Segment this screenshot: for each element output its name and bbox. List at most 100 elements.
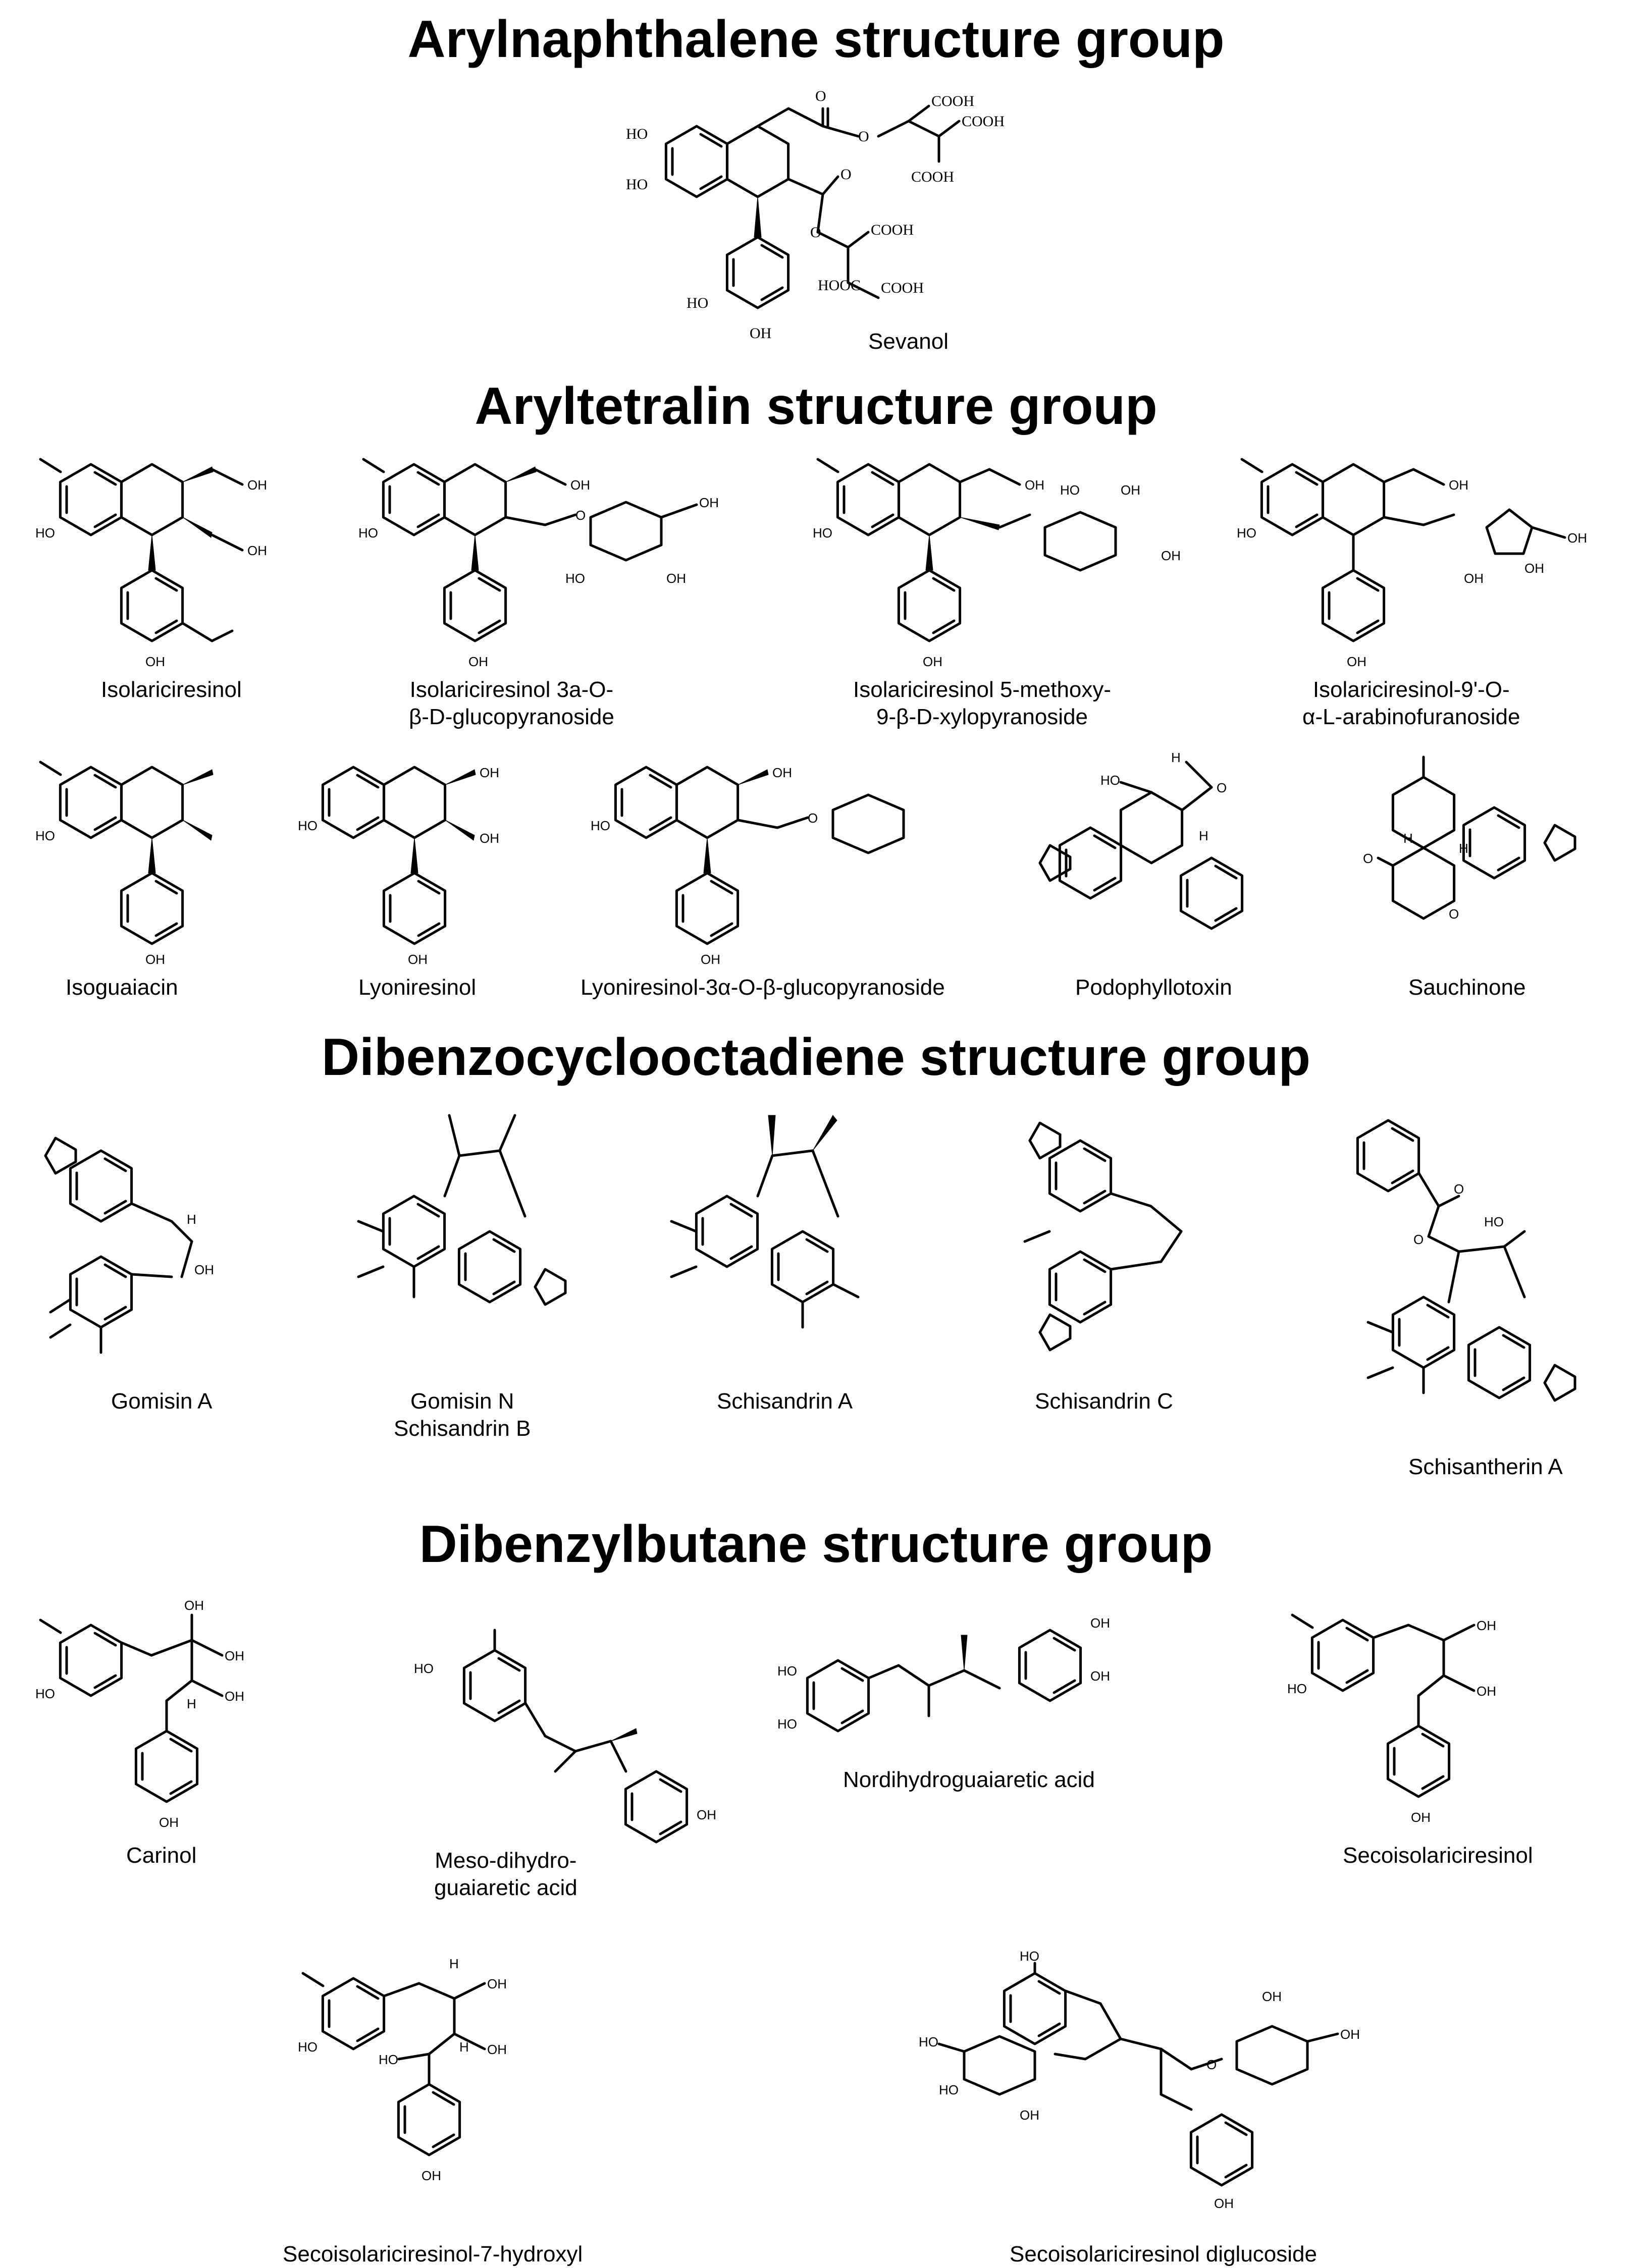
structure-isolariciresinol-glucopyranoside: OH O OH HO OH HO OH: [358, 458, 719, 669]
structure-isolariciresinol: OH OH HO OH: [35, 458, 267, 669]
atom-label: H: [1403, 831, 1413, 846]
structure-nordihydroguaiaretic-acid: HO HO OH OH: [777, 1615, 1110, 1781]
atom-label: HO: [298, 818, 318, 833]
structure-lyoniresinol-glucopyranoside: OH O HO OH: [591, 765, 979, 967]
structure-isolariciresinol-xylopyranoside: OH HO OH OH HO OH: [813, 458, 1181, 669]
atom-label: OH: [1524, 561, 1544, 576]
atom-label: OH: [487, 2042, 507, 2057]
atom-label: O: [808, 811, 818, 826]
atom-label: O: [575, 508, 586, 523]
compound-name: Gomisin A: [111, 1389, 213, 1414]
atom-label: OH: [145, 654, 165, 669]
compound-podophyllotoxin: HO H O H Podophyllotoxin: [1020, 742, 1302, 1000]
compound-secoisolariciresinol-diglucoside: HO HO O OH OH HO OH OH Secoisolariciresi…: [909, 1949, 1413, 2266]
compound-name: Schisantherin A: [1408, 1454, 1563, 1479]
atom-label: OH: [225, 1689, 244, 1704]
atom-label: O: [815, 88, 826, 104]
atom-label: H: [1171, 750, 1181, 765]
atom-label: OH: [145, 952, 165, 967]
atom-label: HO: [919, 2034, 938, 2049]
atom-label: COOH: [871, 222, 914, 238]
atom-label: OH: [570, 477, 590, 493]
atom-label: OH: [1477, 1684, 1496, 1699]
atom-label: OH: [1340, 2027, 1360, 2042]
group-title-aryltetralin: Aryltetralin structure group: [475, 377, 1157, 436]
atom-label: H: [449, 1956, 459, 1971]
atom-label: HO: [687, 295, 708, 311]
structure-podophyllotoxin: HO H O H: [1020, 750, 1302, 974]
atom-label: OH: [480, 765, 499, 780]
compound-name: Sevanol: [868, 329, 949, 354]
atom-label: OH: [1477, 1618, 1496, 1633]
compound-name: Secoisolariciresinol-7-hydroxyl: [283, 2242, 583, 2266]
atom-label: OH: [772, 765, 792, 780]
compound-name: Schisandrin A: [717, 1389, 853, 1414]
atom-label: OH: [480, 831, 499, 846]
compound-name: Secoisolariciresinol: [1343, 1843, 1533, 1868]
atom-label: OH: [1090, 1615, 1110, 1631]
compound-name: Isoguaiacin: [66, 975, 178, 1000]
atom-label: HO: [777, 1663, 797, 1679]
atom-label: HO: [591, 818, 610, 833]
compound-lyoniresinol-glucopyranoside: OH O HO OH Lyoniresinol-3α-O-β-glucopyra…: [575, 747, 979, 1000]
atom-label: H: [1459, 841, 1468, 856]
atom-label: COOH: [911, 169, 954, 185]
atom-label: OH: [1121, 482, 1140, 498]
atom-label: OH: [1025, 477, 1044, 493]
atom-label: OH: [1161, 548, 1181, 563]
atom-label: OH: [225, 1648, 244, 1663]
structure-sauchinone: O H H O: [1363, 755, 1605, 922]
atom-label: HO: [626, 176, 648, 193]
structure-lyoniresinol: OH OH HO OH: [298, 765, 499, 967]
compound-name: Meso-dihydro-guaiaretic acid: [434, 1848, 577, 1900]
atom-label: HO: [414, 1661, 434, 1676]
structure-schisandrin-c: [1023, 1100, 1183, 1383]
structure-gomisin-n: [357, 1114, 606, 1383]
atom-label: OH: [422, 2168, 441, 2183]
atom-label: O: [810, 224, 821, 241]
atom-label: O: [1413, 1232, 1424, 1247]
atom-label: COOH: [931, 93, 974, 110]
atom-label: O: [840, 166, 852, 183]
atom-label: OH: [666, 571, 686, 586]
structure-meso-dihydroguaiaretic-acid: HO OH: [414, 1629, 716, 1908]
compound-name: Isolariciresinol 5-methoxy-9-β-D-xylopyr…: [853, 677, 1112, 729]
atom-label: COOH: [881, 280, 924, 296]
atom-label: OH: [1347, 654, 1366, 669]
structure-carinol: OH OH OH H HO OH: [35, 1598, 244, 1830]
atom-label: HO: [1100, 773, 1120, 788]
compound-secoisolariciresinol: OH OH HO OH Secoisolariciresinol: [1272, 1600, 1595, 1868]
compound-name: Secoisolariciresinol diglucoside: [1010, 2242, 1317, 2266]
atom-label: H: [187, 1212, 196, 1227]
atom-label: HO: [1020, 1949, 1039, 1964]
compound-gomisin-a: H OH Gomisin A: [20, 1100, 303, 1414]
atom-label: HO: [777, 1716, 797, 1732]
atom-label: OH: [408, 952, 428, 967]
compound-isolariciresinol-xylopyranoside: OH HO OH OH HO OH Isolariciresinol 5-met…: [798, 444, 1232, 729]
compound-name: Isolariciresinol: [101, 677, 242, 702]
structure-secoisolariciresinol-diglucoside: HO HO O OH OH HO OH OH: [919, 1949, 1360, 2211]
atom-label: HO: [565, 571, 585, 586]
atom-label: H: [459, 2039, 469, 2055]
compound-lyoniresinol: OH OH HO OH Lyoniresinol: [283, 747, 565, 1000]
atom-label: HO: [1287, 1681, 1307, 1696]
compound-sauchinone: O H H O Sauchinone: [1343, 742, 1605, 1000]
compound-name: Lyoniresinol-3α-O-β-glucopyranoside: [581, 975, 945, 1000]
atom-label: HO: [35, 525, 55, 541]
atom-label: OH: [468, 654, 488, 669]
atom-label: HO: [379, 2052, 398, 2067]
compound-name: Lyoniresinol: [358, 975, 477, 1000]
compound-meso-dihydroguaiaretic-acid: HO OH Meso-dihydro-guaiaretic acid: [404, 1615, 747, 1908]
atom-label: O: [1206, 2057, 1217, 2072]
group-title-dibenzocyclooctadiene: Dibenzocyclooctadiene structure group: [322, 1028, 1310, 1087]
atom-label: OH: [699, 495, 719, 510]
atom-label: OH: [1464, 571, 1484, 586]
atom-label: HO: [813, 525, 832, 541]
structure-isoguaiacin: HO OH: [35, 761, 214, 967]
atom-label: O: [1363, 851, 1373, 866]
compound-schisandrin-a: Schisandrin A: [636, 1100, 919, 1414]
structure-schisantherin-a: O O HO: [1312, 1105, 1615, 1469]
compound-sevanol: HO HO O O COOH COOH COOH O O COOH HOOC C…: [626, 86, 1030, 354]
